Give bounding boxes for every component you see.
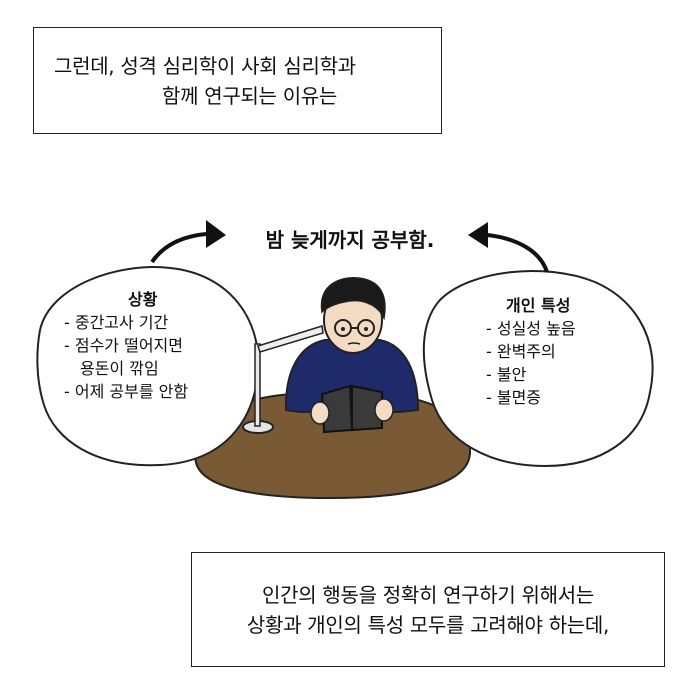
top-caption-line1: 그런데, 성격 심리학이 사회 심리학과 xyxy=(54,53,356,78)
situation-title: 상황 xyxy=(128,290,158,309)
situation-item: - 어제 공부를 안함 xyxy=(64,382,189,401)
personality-item: - 성실성 높음 xyxy=(486,319,576,338)
situation-item: 용돈이 깎임 xyxy=(80,359,159,378)
bottom-caption-box: 인간의 행동을 정확히 연구하기 위해서는 상황과 개인의 특성 모두를 고려해… xyxy=(191,552,665,667)
situation-item: - 중간고사 기간 xyxy=(64,313,169,332)
top-caption-box: 그런데, 성격 심리학이 사회 심리학과 함께 연구되는 이유는 xyxy=(33,27,442,134)
headline: 밤 늦게까지 공부함. xyxy=(265,228,435,252)
right-arrow-head xyxy=(468,222,488,248)
situation-bubble xyxy=(36,266,260,467)
right-arrow-curve xyxy=(486,233,549,273)
situation-item: - 점수가 떨어지면 xyxy=(64,336,183,355)
personality-item: - 불면증 xyxy=(486,388,542,407)
situation-text: 상황 - 중간고사 기간 - 점수가 떨어지면 용돈이 깎임 - 어제 공부를 … xyxy=(64,288,188,403)
personality-title: 개인 특성 xyxy=(506,296,571,315)
bottom-caption-line2: 상황과 개인의 특성 모두를 고려해야 하는데, xyxy=(246,612,610,637)
personality-item: - 불안 xyxy=(486,365,527,384)
desk xyxy=(194,390,472,500)
bottom-caption-line1: 인간의 행동을 정확히 연구하기 위해서는 xyxy=(262,582,594,607)
desk-lamp-icon xyxy=(242,325,324,434)
personality-bubble xyxy=(422,270,654,468)
left-arrow-curve xyxy=(150,232,207,264)
top-caption-line2: 함께 연구되는 이유는 xyxy=(162,83,338,108)
personality-text: 개인 특성 - 성실성 높음 - 완벽주의 - 불안 - 불면증 xyxy=(486,294,576,409)
student-figure xyxy=(284,277,420,434)
personality-item: - 완벽주의 xyxy=(486,342,556,361)
left-arrow-head xyxy=(206,220,226,248)
